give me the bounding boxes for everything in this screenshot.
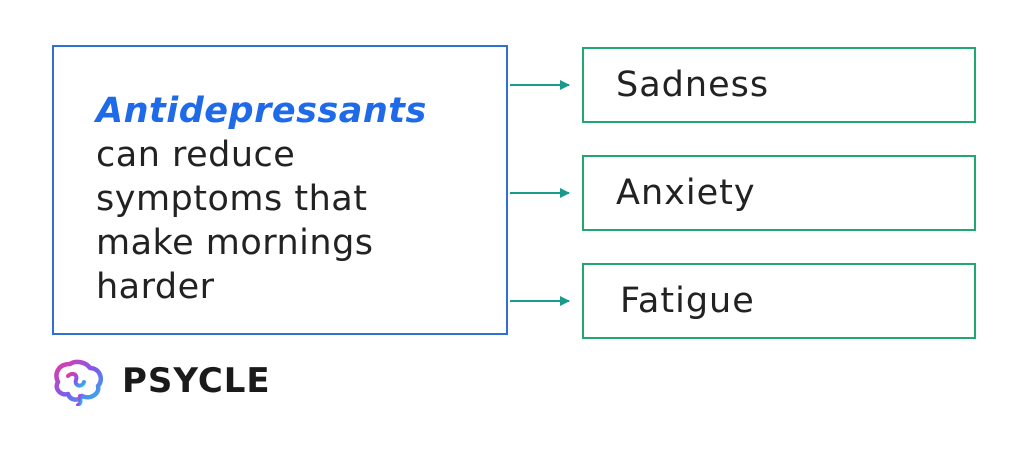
symptom-box-anxiety: Anxiety	[582, 155, 976, 231]
symptom-label: Sadness	[616, 65, 770, 105]
brand-name: PSYCLE	[122, 361, 271, 401]
symptom-box-fatigue: Fatigue	[582, 263, 976, 339]
symptom-label: Fatigue	[620, 281, 755, 321]
psycle-logo: PSYCLE	[50, 356, 271, 406]
symptom-label: Anxiety	[616, 173, 756, 213]
main-body-text: can reduce symptoms that make mornings h…	[96, 135, 374, 307]
main-text: Antidepressants can reduce symptoms that…	[96, 89, 496, 309]
symptom-box-sadness: Sadness	[582, 47, 976, 123]
brain-icon	[54, 359, 103, 406]
main-box: Antidepressants can reduce symptoms that…	[52, 45, 508, 335]
headline: Antidepressants	[96, 91, 427, 131]
